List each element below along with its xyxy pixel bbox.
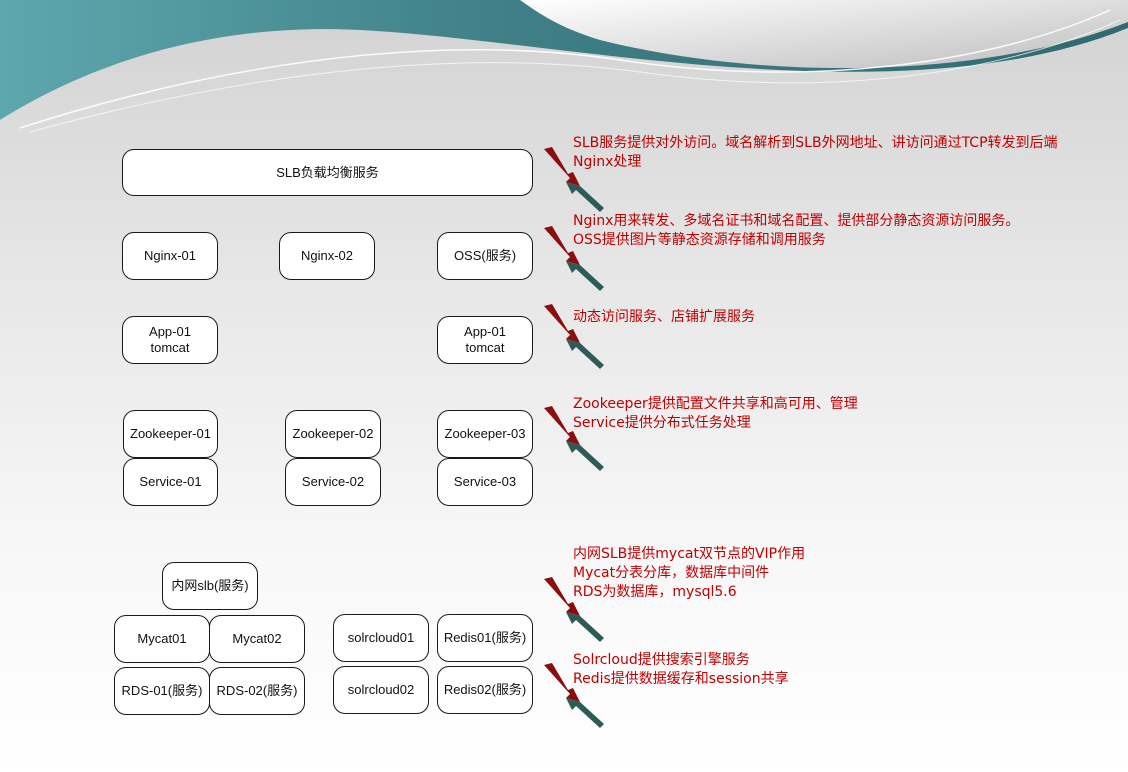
slb-box: SLB负载均衡服务 (122, 149, 533, 196)
rds-01-label: RDS-01(服务) (121, 683, 203, 698)
mycat02-label: Mycat02 (232, 631, 282, 646)
database-note: 内网SLB提供mycat双节点的VIP作用 Mycat分表分库，数据库中间件 R… (573, 545, 805, 602)
note-line: SLB服务提供对外访问。域名解析到SLB外网地址、讲访问通过TCP转发到后端 (573, 135, 1058, 151)
slb-note: SLB服务提供对外访问。域名解析到SLB外网地址、讲访问通过TCP转发到后端 N… (573, 134, 1058, 172)
service-03-label: Service-03 (453, 474, 517, 489)
note-line: Redis提供数据缓存和session共享 (573, 671, 789, 687)
note-line: RDS为数据库，mysql5.6 (573, 584, 737, 600)
bolt-arrow-icon (544, 406, 604, 471)
service-02-label: Service-02 (301, 474, 365, 489)
note-line: Nginx用来转发、多域名证书和域名配置、提供部分静态资源访问服务。 (573, 213, 1020, 229)
nginx-02-box: Nginx-02 (279, 232, 375, 280)
solrcloud02-box: solrcloud02 (333, 666, 429, 714)
note-line: Mycat分表分库，数据库中间件 (573, 565, 770, 581)
app-01-left-server: tomcat (150, 340, 190, 355)
redis02-box: Redis02(服务) (437, 666, 533, 714)
zookeeper-01-box: Zookeeper-01 (123, 410, 218, 458)
bolt-arrow-icon (544, 577, 604, 642)
oss-box: OSS(服务) (437, 232, 533, 280)
solrcloud01-label: solrcloud01 (347, 630, 415, 645)
bolt-arrow-icon (544, 663, 604, 728)
zookeeper-03-box: Zookeeper-03 (437, 410, 533, 458)
bolt-arrow-icon (544, 226, 604, 291)
app-01-right-box: App-01 tomcat (437, 316, 533, 364)
bolt-arrow-icon (544, 147, 604, 212)
note-line: OSS提供图片等静态资源存储和调用服务 (573, 232, 826, 248)
slb-label: SLB负载均衡服务 (276, 164, 379, 180)
zookeeper-note: Zookeeper提供配置文件共享和高可用、管理 Service提供分布式任务处… (573, 395, 858, 433)
note-line: Service提供分布式任务处理 (573, 415, 751, 431)
note-line: 动态访问服务、店铺扩展服务 (573, 309, 755, 325)
redis01-label: Redis01(服务) (443, 630, 527, 645)
inner-slb-box: 内网slb(服务) (162, 562, 258, 610)
note-line: Solrcloud提供搜索引擎服务 (573, 652, 750, 668)
nginx-note: Nginx用来转发、多域名证书和域名配置、提供部分静态资源访问服务。 OSS提供… (573, 212, 1019, 250)
solrcloud01-box: solrcloud01 (333, 614, 429, 662)
nginx-02-label: Nginx-02 (300, 248, 354, 263)
mycat02-box: Mycat02 (209, 615, 305, 663)
nginx-01-label: Nginx-01 (143, 248, 197, 263)
zookeeper-02-label: Zookeeper-02 (292, 426, 374, 441)
nginx-01-box: Nginx-01 (122, 232, 218, 280)
note-line: Nginx处理 (573, 154, 642, 170)
app-note: 动态访问服务、店铺扩展服务 (573, 308, 755, 327)
service-01-box: Service-01 (123, 458, 218, 506)
inner-slb-label: 内网slb(服务) (171, 578, 249, 593)
zookeeper-03-label: Zookeeper-03 (444, 426, 526, 441)
cache-note: Solrcloud提供搜索引擎服务 Redis提供数据缓存和session共享 (573, 651, 789, 689)
zookeeper-01-label: Zookeeper-01 (130, 426, 211, 441)
rds-01-box: RDS-01(服务) (114, 667, 210, 715)
rds-02-label: RDS-02(服务) (216, 683, 298, 698)
app-01-right-server: tomcat (465, 340, 505, 355)
service-02-box: Service-02 (285, 458, 381, 506)
note-line: Zookeeper提供配置文件共享和高可用、管理 (573, 396, 858, 412)
bolt-arrow-icon (544, 304, 604, 369)
app-01-left-box: App-01 tomcat (122, 316, 218, 364)
redis02-label: Redis02(服务) (443, 682, 527, 697)
oss-label: OSS(服务) (453, 248, 517, 263)
solrcloud02-label: solrcloud02 (347, 682, 415, 697)
service-01-label: Service-01 (139, 474, 202, 489)
rds-02-box: RDS-02(服务) (209, 667, 305, 715)
app-01-right-name: App-01 (464, 324, 506, 339)
redis01-box: Redis01(服务) (437, 614, 533, 662)
service-03-box: Service-03 (437, 458, 533, 506)
zookeeper-02-box: Zookeeper-02 (285, 410, 381, 458)
app-01-left-name: App-01 (149, 324, 191, 339)
note-line: 内网SLB提供mycat双节点的VIP作用 (573, 546, 806, 562)
header-wave-decoration (0, 0, 1128, 133)
mycat01-box: Mycat01 (114, 615, 210, 663)
mycat01-label: Mycat01 (137, 631, 187, 646)
